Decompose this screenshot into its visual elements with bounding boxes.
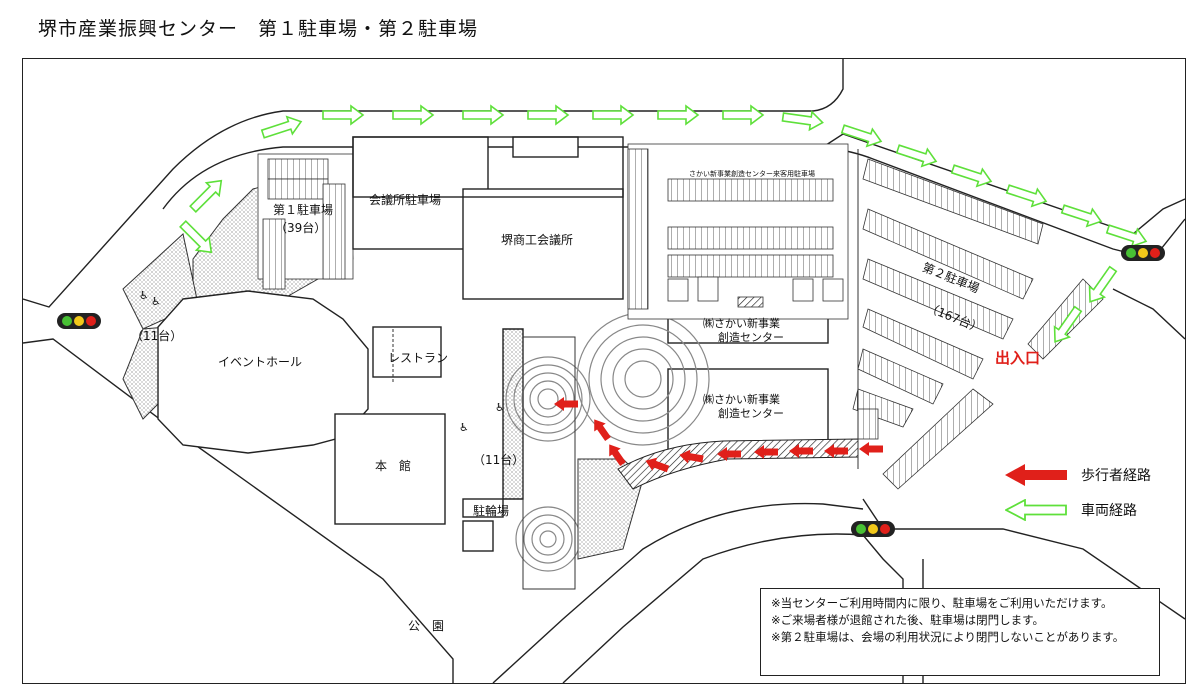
green-arrow-icon [1005,499,1067,521]
sakai-center-1-line2: 創造センター [718,331,784,344]
parking1-label: 第１駐車場 [273,203,334,217]
sakai-shoko-label: 堺商工会議所 [501,233,574,247]
legend-pedestrian-label: 歩行者経路 [1081,468,1151,484]
kaigisho-parking-label: 会議所駐車場 [369,193,442,207]
wheelchair-icon: ♿ ♿ ♿ ♿ [139,289,505,434]
event-hall-label: イベントホール [218,355,303,369]
map-drawing: ♿ ♿ ♿ ♿ [23,59,1185,683]
traffic-light-icon [851,521,895,537]
svg-text:♿: ♿ [495,401,505,414]
parking1-slots [257,153,354,290]
sakai-center-2-line1: ㈱さかい新事業 [703,393,780,406]
accessible-count-2: （11台） [473,453,525,467]
buildings [157,136,829,552]
red-arrow-icon [1005,464,1067,486]
legend-pedestrian: 歩行者経路 [1005,464,1151,486]
note-line-3: ※第２駐車場は、会場の利用状況により閉門しないことがあります。 [771,630,1125,644]
park-label: 公 園 [408,619,445,633]
page-title: 堺市産業振興センター 第１駐車場・第２駐車場 [38,18,479,40]
svg-text:♿: ♿ [139,289,149,302]
note-line-1: ※当センターご利用時間内に限り、駐車場をご利用いただけます。 [771,596,1113,610]
traffic-light-icon [57,313,101,329]
traffic-light-icon [1121,245,1165,261]
sakai-center-1-line1: ㈱さかい新事業 [703,317,780,330]
legend-vehicle-label: 車両経路 [1081,503,1137,519]
visitor-parking-label: さかい新事業創造センター来客用駐車場 [689,170,815,178]
site-map: ♿ ♿ ♿ ♿ 第１駐車場 （39台） 会議所駐車場 堺商工会議所 さかい新事業… [22,58,1186,684]
entrance-label: 出入口 [995,349,1041,367]
svg-text:♿: ♿ [151,295,161,308]
restaurant-label: レストラン [388,351,449,365]
parking1-count: （39台） [275,221,327,235]
svg-text:♿: ♿ [459,421,469,434]
sakai-center-2-line2: 創造センター [718,407,784,420]
visitor-parking [627,143,849,320]
notes-box: ※当センターご利用時間内に限り、駐車場をご利用いただけます。 ※ご来場者様が退館… [760,588,1160,676]
parking2-slots [852,158,1104,490]
honkan-label: 本 館 [375,459,412,473]
accessible-count-1: （11台） [131,329,183,343]
bicycle-parking-label: 駐輪場 [473,504,510,518]
legend-vehicle: 車両経路 [1005,499,1137,521]
note-line-2: ※ご来場者様が退館された後、駐車場は閉門します。 [771,613,1044,627]
